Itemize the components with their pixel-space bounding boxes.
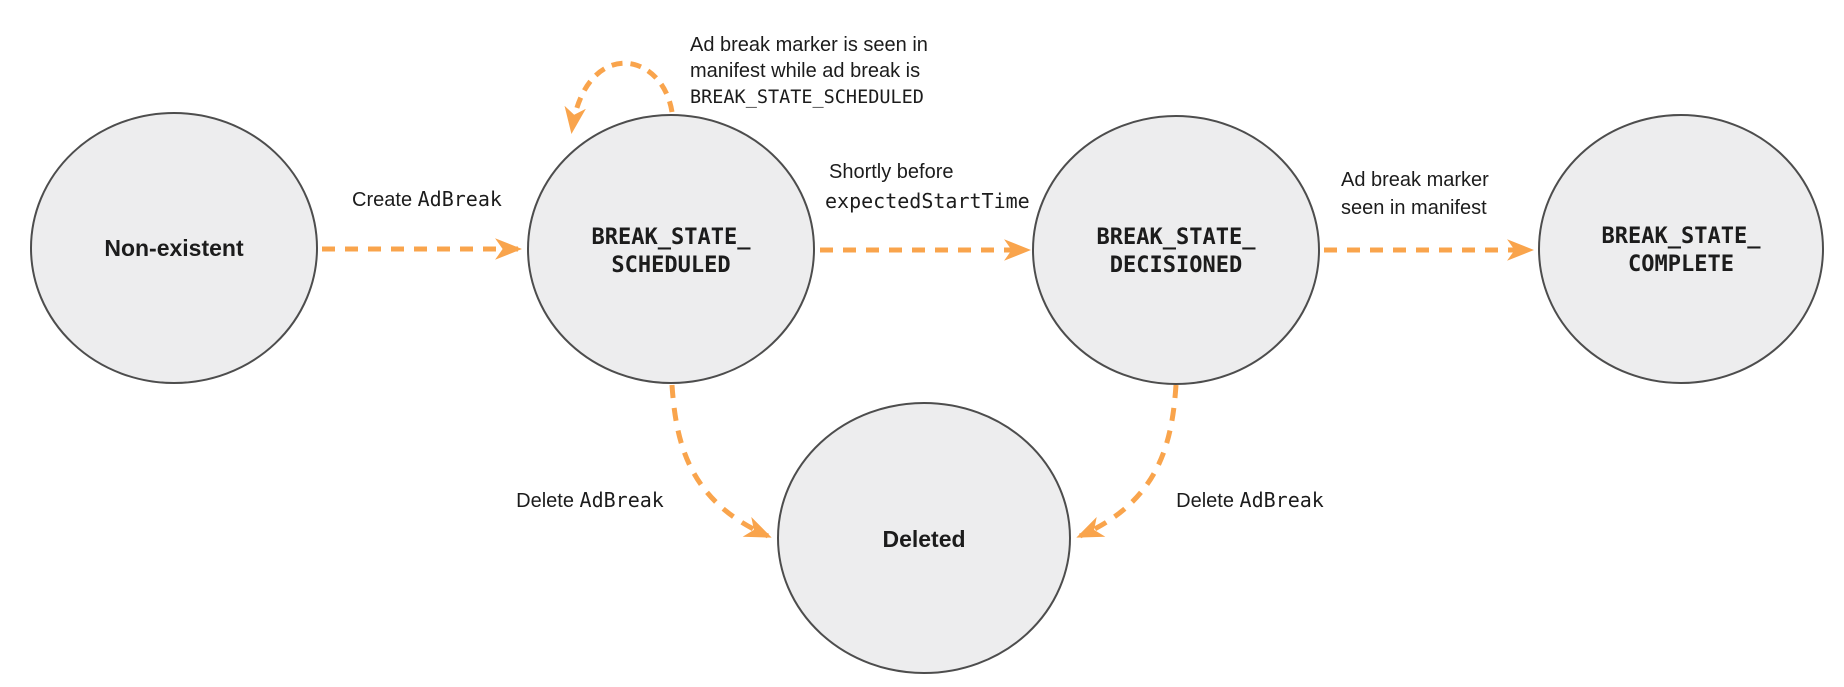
label-complete-line2: COMPLETE (1628, 252, 1734, 277)
label-complete: BREAK_STATE_ COMPLETE (1602, 224, 1762, 277)
edge-label-delete-right-text: Delete (1176, 490, 1239, 512)
edge-self-loop-scheduled (564, 60, 675, 135)
label-scheduled: BREAK_STATE_ SCHEDULED (592, 225, 752, 278)
label-deleted: Deleted (882, 526, 965, 552)
edge-delete-from-decisioned (1076, 384, 1179, 539)
edge-delete-from-scheduled (669, 384, 772, 539)
label-scheduled-line1: BREAK_STATE_ (592, 225, 752, 250)
edge-label-delete-left-code: AdBreak (580, 488, 664, 512)
edge-label-create-text: Create (352, 189, 418, 211)
label-non-existent: Non-existent (104, 235, 244, 261)
edge-label-shortly-before-line1: Shortly before (829, 161, 954, 183)
edge-label-delete-right: Delete AdBreak (1176, 488, 1324, 512)
edge-label-shortly-before-line2: expectedStartTime (825, 189, 1030, 213)
state-node-complete (1538, 114, 1824, 384)
label-decisioned-line2: DECISIONED (1110, 253, 1242, 278)
label-decisioned-line1: BREAK_STATE_ (1097, 225, 1257, 250)
edge-label-self-loop-line2: manifest while ad break is (690, 60, 920, 82)
state-node-scheduled (527, 114, 815, 384)
edge-label-delete-right-code: AdBreak (1240, 488, 1324, 512)
edge-label-self-loop-line3: BREAK_STATE_SCHEDULED (690, 87, 924, 108)
edge-label-delete-left-text: Delete (516, 490, 579, 512)
edge-label-create-adbreak: Create AdBreak (352, 187, 502, 211)
state-node-decisioned (1032, 115, 1320, 385)
state-node-deleted (777, 402, 1071, 674)
edge-label-marker-seen-line2: seen in manifest (1341, 197, 1487, 219)
label-decisioned: BREAK_STATE_ DECISIONED (1097, 225, 1257, 278)
edge-label-marker-seen-line1: Ad break marker (1341, 169, 1489, 191)
edge-label-self-loop-line1: Ad break marker is seen in (690, 34, 928, 56)
state-node-non-existent (30, 112, 318, 384)
label-complete-line1: BREAK_STATE_ (1602, 224, 1762, 249)
edge-label-delete-left: Delete AdBreak (516, 488, 664, 512)
label-scheduled-line2: SCHEDULED (611, 253, 730, 278)
edge-label-create-code: AdBreak (418, 187, 502, 211)
